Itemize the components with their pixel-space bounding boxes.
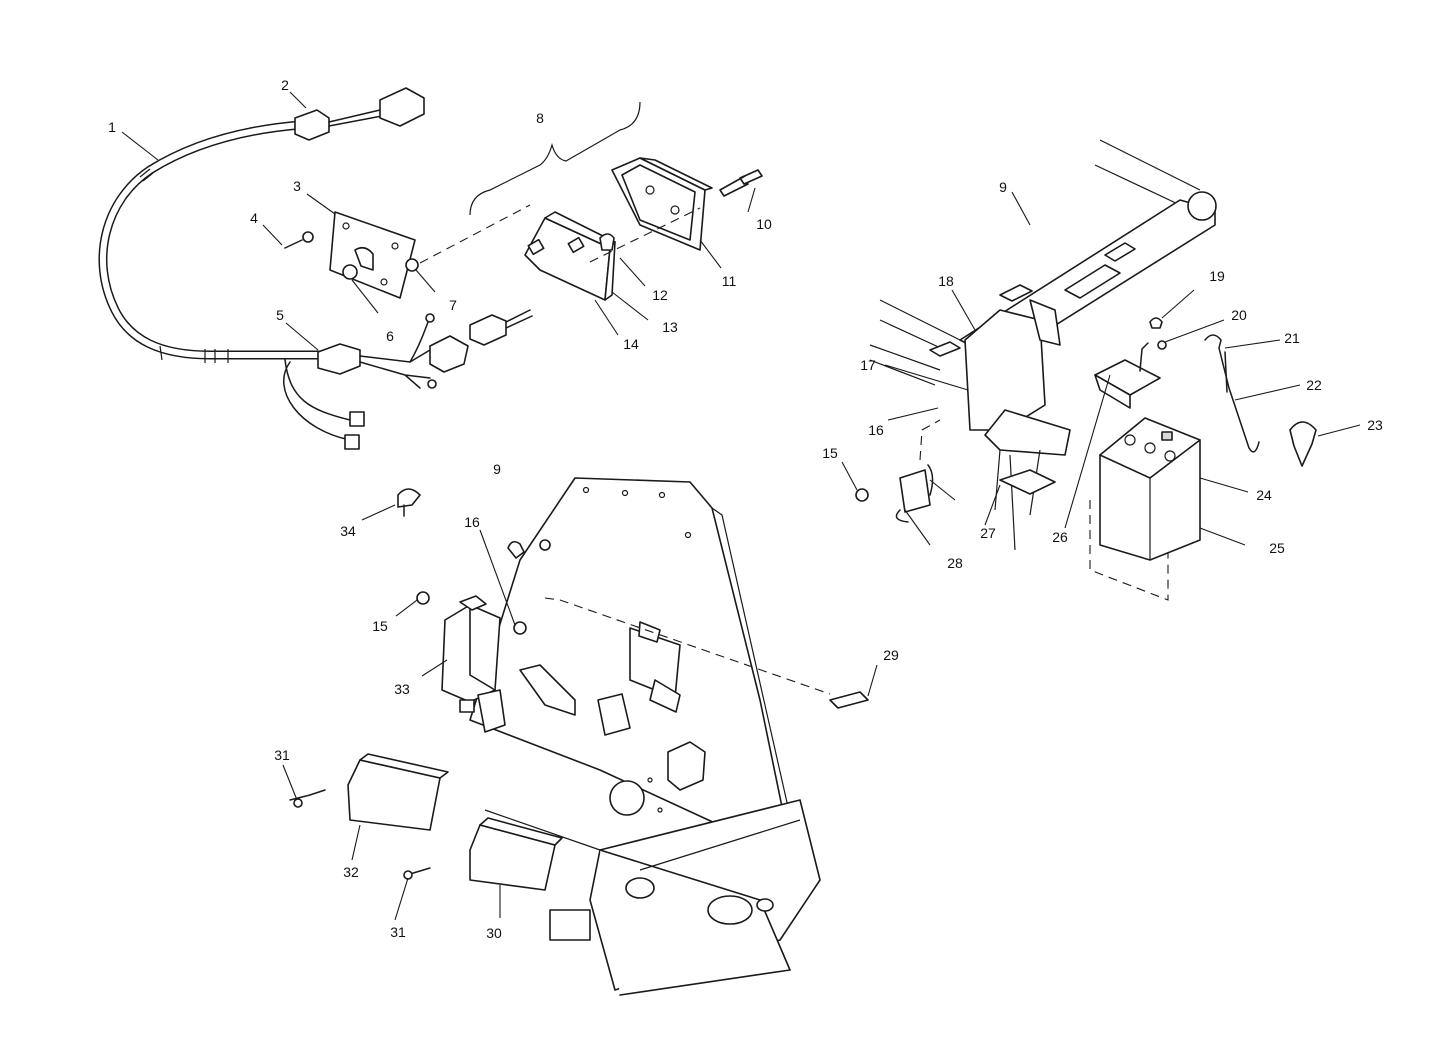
callout-2: 2 <box>281 77 289 93</box>
callout-23: 23 <box>1367 417 1383 433</box>
callout-30: 30 <box>486 925 502 941</box>
callout-21: 21 <box>1284 330 1300 346</box>
callout-10: 10 <box>756 216 772 232</box>
ignition-coil <box>416 540 527 713</box>
callout-13: 13 <box>662 319 678 335</box>
callout-3: 3 <box>293 178 301 194</box>
callout-7: 7 <box>449 297 457 313</box>
callout-33: 33 <box>394 681 410 697</box>
fuse-cap <box>397 488 421 517</box>
callout-29: 29 <box>883 647 899 663</box>
callout-32: 32 <box>343 864 359 880</box>
callout-20: 20 <box>1231 307 1247 323</box>
callout-16-left: 16 <box>464 514 480 530</box>
tail-light-assembly <box>469 101 763 346</box>
callout-25: 25 <box>1269 540 1285 556</box>
callout-4: 4 <box>250 210 258 226</box>
callout-15-left: 15 <box>372 618 388 634</box>
callout-8: 8 <box>536 110 544 126</box>
callout-6: 6 <box>386 328 394 344</box>
callout-5: 5 <box>276 307 284 323</box>
callout-27: 27 <box>980 525 996 541</box>
tail-light-bracket <box>284 204 531 299</box>
callout-14: 14 <box>623 336 639 352</box>
cdi-box <box>629 621 681 713</box>
callout-18: 18 <box>938 273 954 289</box>
callout-28: 28 <box>947 555 963 571</box>
callout-22: 22 <box>1306 377 1322 393</box>
callout-34: 34 <box>340 523 356 539</box>
callout-31-lower: 31 <box>390 924 406 940</box>
callout-12: 12 <box>652 287 668 303</box>
starter-solenoid <box>855 419 941 523</box>
callout-31-upper: 31 <box>274 747 290 763</box>
callout-26: 26 <box>1052 529 1068 545</box>
callout-labels: 1 2 3 4 5 6 7 8 9 9 10 11 12 13 14 15 15… <box>108 77 1383 941</box>
callout-19: 19 <box>1209 268 1225 284</box>
wiring-harness <box>98 87 469 450</box>
callout-9-lower: 9 <box>493 461 501 477</box>
electrical-mounting-plate <box>469 477 821 996</box>
leader-lines <box>121 91 1361 921</box>
callout-11: 11 <box>722 273 737 289</box>
callout-15-right: 15 <box>822 445 838 461</box>
callout-17: 17 <box>860 357 876 373</box>
callout-16-right: 16 <box>868 422 884 438</box>
battery-cables <box>1139 317 1317 467</box>
callout-1: 1 <box>108 119 116 135</box>
relays <box>289 597 869 891</box>
callout-24: 24 <box>1256 487 1272 503</box>
battery-box <box>964 299 1169 601</box>
battery <box>1094 359 1201 561</box>
callout-9-upper: 9 <box>999 179 1007 195</box>
